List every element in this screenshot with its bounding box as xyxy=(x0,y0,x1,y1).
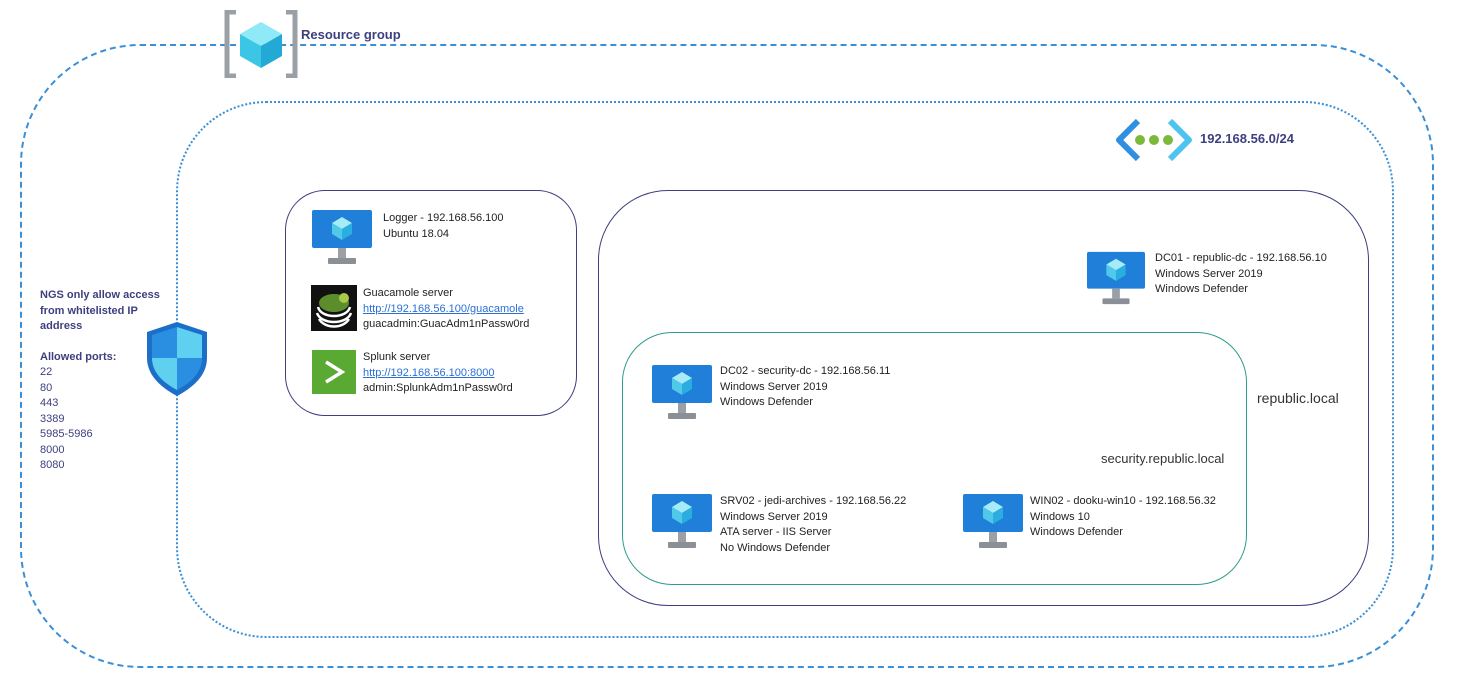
srv02-vm-icon xyxy=(650,492,714,552)
security-domain-box xyxy=(622,332,1247,585)
security-domain-label: security.republic.local xyxy=(1101,451,1225,466)
dc01-vm-icon xyxy=(1085,250,1147,308)
logger-title: Logger - 192.168.56.100 xyxy=(383,212,504,224)
resource-group-icon xyxy=(222,10,300,78)
guacamole-creds: guacadmin:GuacAdm1nPassw0rd xyxy=(363,318,530,330)
dc02-os: Windows Server 2019 xyxy=(720,380,828,393)
guacamole-icon xyxy=(311,285,357,331)
nsg-description: NGS only allow access from whitelisted I… xyxy=(40,288,160,474)
allowed-ports-title: Allowed ports: xyxy=(40,350,117,363)
logger-os: Ubuntu 18.04 xyxy=(383,227,450,240)
dc02-av: Windows Defender xyxy=(720,396,813,408)
dc02-vm-icon xyxy=(650,363,714,423)
logger-group-box xyxy=(285,190,577,416)
srv02-os: Windows Server 2019 xyxy=(720,510,828,523)
win02-os: Windows 10 xyxy=(1030,510,1090,523)
dc01-os: Windows Server 2019 xyxy=(1155,267,1263,280)
port-item: 5985-5986 xyxy=(40,428,93,440)
port-item: 22 xyxy=(40,366,53,378)
guacamole-title: Guacamole server xyxy=(363,287,453,299)
dc01-av: Windows Defender xyxy=(1155,283,1248,295)
port-item: 3389 xyxy=(40,412,65,425)
virtual-network-icon xyxy=(1114,117,1194,163)
port-item: 8080 xyxy=(40,459,65,471)
republic-domain-box xyxy=(598,190,1369,606)
nsg-title-line-1: NGS only allow access xyxy=(40,289,160,301)
win02-av: Windows Defender xyxy=(1030,526,1123,538)
splunk-title: Splunk server xyxy=(363,351,431,363)
win02-vm-icon xyxy=(961,492,1025,552)
splunk-icon xyxy=(312,350,356,394)
port-item: 80 xyxy=(40,381,53,394)
splunk-link[interactable]: http://192.168.56.100:8000 xyxy=(363,366,495,379)
resource-group-label: Resource group xyxy=(301,27,401,42)
port-item: 8000 xyxy=(40,443,65,456)
port-item: 443 xyxy=(40,397,59,409)
republic-domain-label: republic.local xyxy=(1257,390,1339,406)
guacamole-link[interactable]: http://192.168.56.100/guacamole xyxy=(363,302,524,315)
srv02-av: No Windows Defender xyxy=(720,541,831,554)
srv02-role: ATA server - IIS Server xyxy=(720,526,832,538)
shield-icon xyxy=(144,320,210,398)
srv02-title: SRV02 - jedi-archives - 192.168.56.22 xyxy=(720,495,907,507)
splunk-creds: admin:SplunkAdm1nPassw0rd xyxy=(363,382,513,394)
logger-vm-icon xyxy=(310,208,374,268)
vnet-cidr-label: 192.168.56.0/24 xyxy=(1200,131,1294,146)
nsg-title-line-3: address xyxy=(40,320,83,332)
dc01-title: DC01 - republic-dc - 192.168.56.10 xyxy=(1155,252,1327,264)
resource-group-boundary xyxy=(20,44,1434,668)
win02-title: WIN02 - dooku-win10 - 192.168.56.32 xyxy=(1030,495,1216,507)
dc02-title: DC02 - security-dc - 192.168.56.11 xyxy=(720,365,891,377)
nsg-title-line-2: from whitelisted IP xyxy=(40,304,138,317)
